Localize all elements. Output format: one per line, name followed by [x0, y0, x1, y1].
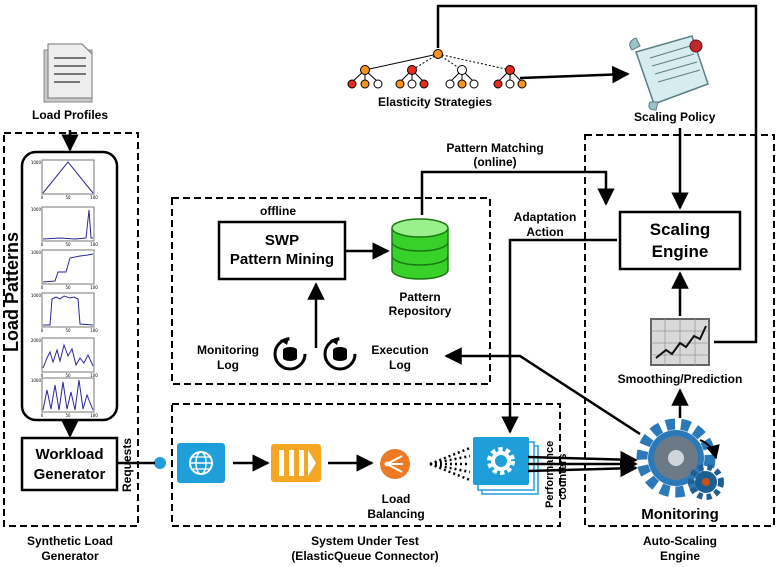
- monitoring-log-label-2: Log: [217, 358, 239, 372]
- mini-chart-x-tick: 100: [90, 413, 98, 418]
- adaptation-action-label-1: Adaptation: [513, 210, 577, 224]
- gear-stack-icon: [473, 437, 539, 495]
- performance-counters-label-1: Performance: [544, 440, 556, 508]
- offline-label: offline: [260, 204, 296, 218]
- load-profiles-label: Load Profiles: [31, 108, 108, 122]
- execution-log-label-1: Execution: [371, 343, 429, 357]
- document-icon: [43, 43, 93, 103]
- system-under-test-label-1: System Under Test: [311, 534, 419, 548]
- scaling-engine-label-2: Engine: [651, 242, 709, 261]
- queue-icon: [271, 444, 321, 482]
- mini-chart-x-tick: 0: [41, 242, 44, 247]
- scaling-engine-box: [618, 210, 742, 271]
- monitoring-label: Monitoring: [641, 506, 719, 523]
- mini-charts: [41, 159, 95, 413]
- mini-chart-ymax-label: 1000: [31, 160, 42, 165]
- mini-chart-x-tick: 0: [41, 328, 44, 333]
- mini-chart-ymax-label: 2000: [31, 338, 42, 343]
- request-endpoint-dot: [154, 457, 166, 469]
- mini-chart-x-tick: 100: [90, 242, 98, 247]
- load-balancing-label-1: Load: [381, 492, 411, 506]
- tree-nodes: [347, 49, 527, 89]
- load-balancer-icon: [380, 449, 410, 479]
- mini-chart-x-tick: 50: [65, 373, 71, 378]
- system-under-test-label-2: (ElasticQueue Connector): [291, 549, 439, 563]
- mini-chart-x-tick: 100: [90, 195, 98, 200]
- mini-chart-ymax-label: 1000: [31, 293, 42, 298]
- chart-icon: [650, 318, 710, 366]
- workload-generator-box: [20, 436, 119, 492]
- mini-chart-x-tick: 100: [90, 285, 98, 290]
- mini-chart-x-tick: 50: [65, 413, 71, 418]
- fanout-dotted-lines: [429, 446, 471, 482]
- monitoring-log-label-1: Monitoring: [197, 343, 259, 357]
- requests-label: Requests: [120, 437, 134, 492]
- mini-chart-ymax-label: 1000: [31, 250, 42, 255]
- mini-chart-x-tick: 100: [90, 373, 98, 378]
- load-patterns-label: Load Patterns: [2, 231, 22, 352]
- system-under-test-box: [171, 403, 561, 527]
- mini-chart-ymax-label: 1000: [31, 378, 42, 383]
- mini-chart-x-tick: 50: [65, 328, 71, 333]
- performance-counters-label-2: counters: [557, 453, 569, 500]
- mini-chart-x-tick: 0: [41, 373, 44, 378]
- swp-label-1: SWP: [264, 232, 300, 249]
- pattern-repository-label-2: Repository: [388, 304, 452, 318]
- synthetic-load-generator-label-1: Synthetic Load: [26, 534, 113, 548]
- scaling-engine-label-1: Scaling: [649, 220, 711, 239]
- smoothing-prediction-label: Smoothing/Prediction: [617, 372, 743, 386]
- execution-log-label-2: Log: [389, 358, 411, 372]
- mini-chart-x-tick: 50: [65, 285, 71, 290]
- workload-generator-label-2: Generator: [33, 466, 106, 483]
- scaling-policy-label: Scaling Policy: [634, 110, 716, 124]
- mini-chart-ymax-label: 1000: [31, 207, 42, 212]
- offline-box: [171, 197, 491, 385]
- mini-chart-x-tick: 50: [65, 195, 71, 200]
- adaptation-action-label-2: Action: [526, 225, 564, 239]
- pattern-matching-label-1: Pattern Matching: [446, 141, 544, 155]
- auto-scaling-engine-label-1: Auto-Scaling: [643, 534, 717, 548]
- mini-chart-x-tick: 50: [65, 242, 71, 247]
- monitoring-gears-icon: [636, 418, 724, 500]
- load-balancing-label-2: Balancing: [367, 507, 425, 521]
- mini-chart-x-tick: 0: [41, 195, 44, 200]
- mini-chart-x-tick: 100: [90, 328, 98, 333]
- pattern-repository-label-1: Pattern: [399, 290, 441, 304]
- mini-chart-x-tick: 0: [41, 285, 44, 290]
- execution-log-cycle-icon: [323, 337, 357, 371]
- monitoring-log-cycle-icon: [273, 337, 307, 371]
- scroll-icon: [629, 35, 709, 111]
- connectors: [61, 4, 758, 478]
- globe-icon: [177, 443, 225, 483]
- synthetic-load-generator-label-2: Generator: [41, 549, 99, 563]
- swp-pattern-mining-box: [217, 220, 347, 281]
- auto-scaling-engine-label-2: Engine: [659, 549, 700, 563]
- database-icon: [391, 218, 449, 280]
- pattern-matching-label-2: (online): [473, 155, 517, 169]
- mini-chart-x-tick: 0: [41, 413, 44, 418]
- swp-label-2: Pattern Mining: [229, 251, 335, 268]
- workload-generator-label-1: Workload: [35, 446, 104, 463]
- elasticity-strategies-label: Elasticity Strategies: [378, 95, 493, 109]
